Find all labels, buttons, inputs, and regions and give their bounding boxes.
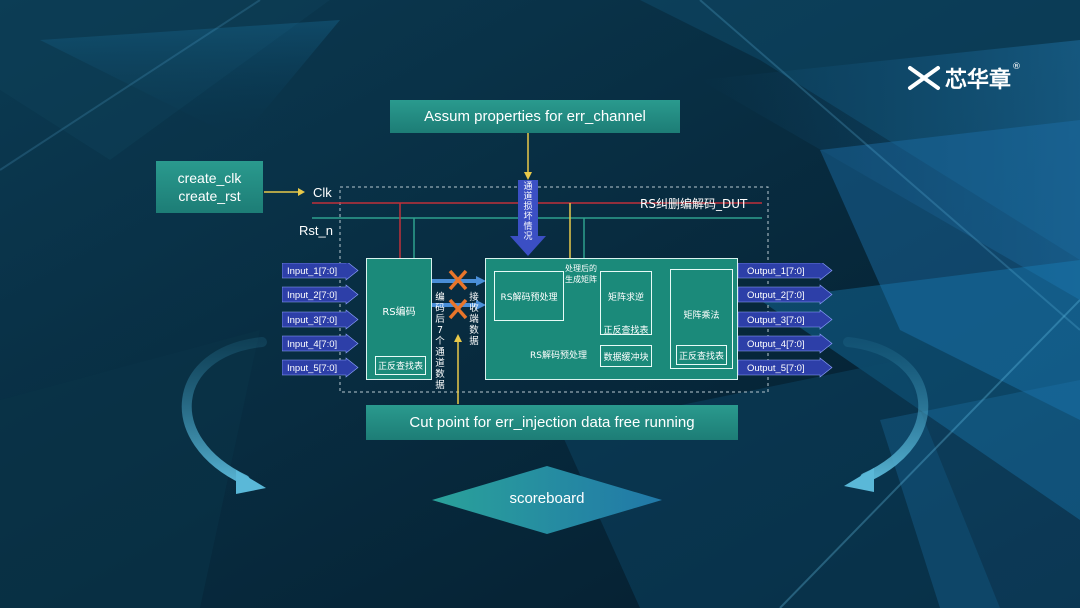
- brand-registered: ®: [1012, 62, 1022, 72]
- vertical-char: 道: [523, 192, 533, 202]
- cross-icon-2: [448, 298, 468, 320]
- create-clk-label: create_clk: [177, 170, 242, 186]
- decoder-preprocess-2: RS解码预处理: [530, 351, 587, 361]
- output-port-4: Output_4[7:0]: [747, 339, 805, 350]
- err-arrow-text: 通道损坏情况: [522, 182, 534, 242]
- matrix-arrow-label-1: 处理后的: [565, 264, 597, 273]
- input-arrows: [282, 263, 359, 378]
- input-port-2: Input_2[7:0]: [287, 290, 338, 301]
- dut-label: RS纠删编解码_DUT: [640, 197, 748, 211]
- vertical-char: 个: [435, 336, 445, 347]
- cut-point-label: Cut point for err_injection data free ru…: [409, 414, 695, 431]
- vertical-char: 通: [523, 182, 533, 192]
- matrix-inverse-title: 矩阵求逆: [607, 293, 644, 303]
- err-down-arrow: [510, 180, 546, 256]
- output-port-2: Output_2[7:0]: [747, 290, 805, 301]
- vertical-char: 收: [469, 303, 479, 314]
- brand-name: 芯华章: [945, 68, 1012, 93]
- vertical-char: 况: [523, 232, 533, 242]
- assum-properties-label: Assum properties for err_channel: [424, 108, 646, 125]
- input-port-3: Input_3[7:0]: [287, 315, 338, 326]
- decoder-preprocess-1: RS解码预处理: [494, 271, 564, 321]
- rs-decoder-block: RS解码预处理 处理后的 生成矩阵 矩阵求逆 正反查找表 RS解码预处理 数据缓…: [485, 258, 738, 380]
- vertical-char: 情: [523, 222, 533, 232]
- brand-x-icon: [908, 66, 940, 90]
- vertical-char: 据: [469, 336, 479, 347]
- vertical-char: 7: [436, 325, 444, 336]
- vertical-char: 编: [435, 292, 445, 303]
- create-rst-label: create_rst: [178, 188, 241, 204]
- vertical-char: 道: [435, 358, 445, 369]
- input-port-1: Input_1[7:0]: [287, 266, 338, 277]
- output-port-1: Output_1[7:0]: [747, 266, 805, 277]
- cross-icon-1: [448, 269, 468, 291]
- matrix-arrow-label: 处理后的 生成矩阵: [564, 263, 598, 285]
- vertical-char: 数: [469, 325, 479, 336]
- matrix-multiply-block: 矩阵乘法 正反查找表: [670, 269, 733, 369]
- vertical-char: 数: [435, 369, 445, 380]
- vertical-char: 后: [435, 314, 445, 325]
- scoreboard-label: scoreboard: [509, 490, 585, 507]
- rst-signal-label: Rst_n: [299, 223, 333, 238]
- matrix-multiply-lookup: 正反查找表: [676, 345, 727, 365]
- right-curve-arrow: [843, 337, 929, 492]
- input-port-5: Input_5[7:0]: [287, 363, 338, 374]
- rs-encoder-block: RS编码 正反查找表: [366, 258, 432, 380]
- channel-text-received: 接收端数据: [468, 292, 480, 347]
- brand-logo: 芯华章 ®: [907, 62, 1021, 94]
- matrix-multiply-title: 矩阵乘法: [683, 311, 720, 321]
- encoder-lookup-table: 正反查找表: [375, 356, 426, 375]
- matrix-inverse-block: 矩阵求逆 正反查找表: [600, 271, 652, 336]
- assum-properties-box: Assum properties for err_channel: [390, 100, 680, 133]
- vertical-char: 据: [435, 380, 445, 391]
- clk-signal-label: Clk: [313, 185, 332, 200]
- create-clk-rst-box: create_clk create_rst: [156, 161, 263, 213]
- input-port-4: Input_4[7:0]: [287, 339, 338, 350]
- cut-point-box: Cut point for err_injection data free ru…: [366, 405, 738, 440]
- matrix-inverse-lookup: 正反查找表: [603, 326, 649, 336]
- output-port-3: Output_3[7:0]: [747, 315, 805, 326]
- left-curve-arrow: [181, 337, 267, 494]
- vertical-char: 码: [435, 303, 445, 314]
- vertical-char: 坏: [523, 212, 533, 222]
- output-arrows: [738, 263, 833, 378]
- vertical-char: 接: [469, 292, 479, 303]
- data-buffer-block: 数据缓冲块: [600, 345, 652, 367]
- scoreboard-shape: [432, 466, 662, 534]
- output-port-5: Output_5[7:0]: [747, 363, 805, 374]
- matrix-arrow-label-2: 生成矩阵: [565, 275, 597, 284]
- vertical-char: 端: [469, 314, 479, 325]
- rs-encoder-title: RS编码: [382, 307, 416, 318]
- vertical-char: 通: [435, 347, 445, 358]
- vertical-char: 损: [523, 202, 533, 212]
